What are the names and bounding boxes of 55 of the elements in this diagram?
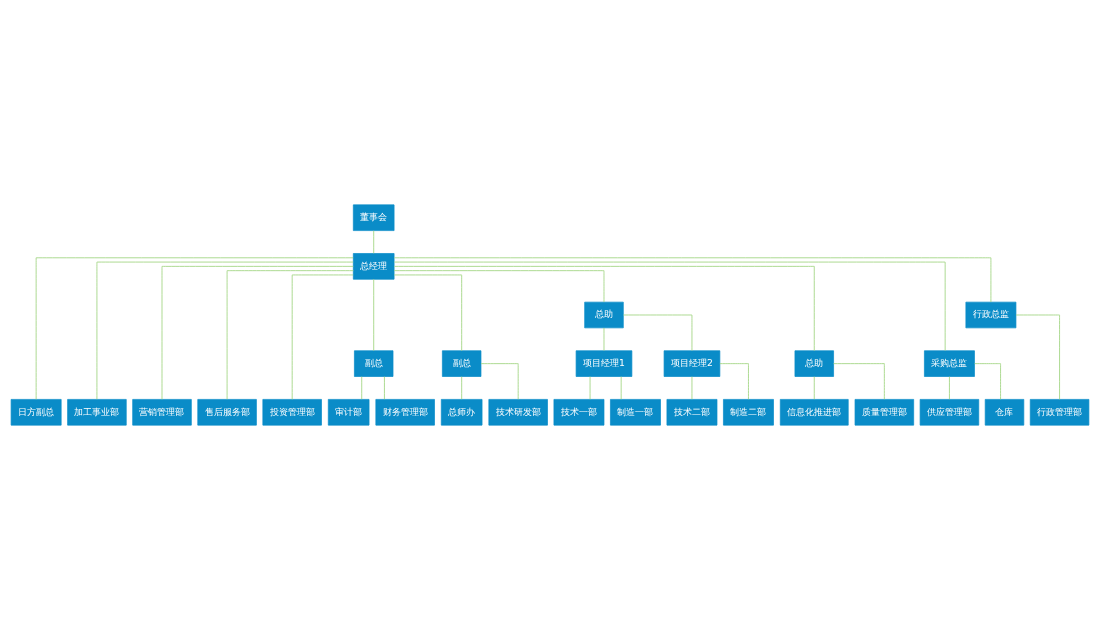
- connector: [603, 327, 605, 351]
- node-box: 技术二部: [666, 399, 718, 426]
- node-box: 日方副总: [10, 399, 62, 426]
- connector: [949, 376, 950, 400]
- connector: [361, 376, 363, 400]
- connector: [291, 274, 354, 400]
- connector: [620, 376, 622, 400]
- node-box: 行政管理部: [1029, 399, 1090, 426]
- connector: [393, 274, 463, 352]
- connector: [393, 265, 815, 352]
- connector: [35, 257, 354, 400]
- connector: [461, 376, 463, 400]
- node-box: 营销管理部: [132, 399, 192, 426]
- connector: [813, 376, 815, 400]
- connector: [96, 261, 354, 400]
- node-box: 供应管理部: [919, 399, 980, 426]
- connector: [691, 376, 693, 400]
- node-box: 总师办: [440, 399, 483, 426]
- connector: [623, 314, 693, 352]
- node-box: 董事会: [352, 204, 395, 231]
- connector: [393, 261, 946, 351]
- node-box: 审计部: [327, 399, 370, 426]
- connector: [226, 270, 354, 400]
- connector: [393, 270, 605, 303]
- node-box: 财务管理部: [375, 399, 435, 426]
- node-box: 采购总监: [924, 350, 975, 377]
- connector: [589, 376, 591, 400]
- connector: [373, 230, 375, 254]
- node-box: 加工事业部: [67, 399, 127, 426]
- connector: [393, 257, 992, 303]
- connector: [373, 278, 375, 352]
- node-box: 技术一部: [553, 399, 605, 426]
- connector: [833, 363, 885, 400]
- connector: [480, 363, 519, 400]
- node-box: 副总: [442, 350, 482, 377]
- node-box: 技术研发部: [488, 399, 548, 426]
- node-box: 行政总监: [965, 301, 1017, 329]
- node-box: 售后服务部: [197, 399, 257, 426]
- node-box: 项目经理1: [575, 350, 633, 377]
- node-box: 信息化推进部: [779, 399, 849, 426]
- connector: [384, 376, 385, 400]
- node-box: 质量管理部: [854, 399, 915, 426]
- connector: [974, 363, 1001, 400]
- connector: [1015, 314, 1060, 400]
- node-box: 仓库: [984, 399, 1025, 426]
- node-box: 项目经理2: [663, 350, 721, 377]
- node-box: 副总: [354, 350, 394, 377]
- node-box: 总助: [794, 350, 834, 377]
- node-box: 制造二部: [723, 399, 774, 426]
- node-box: 总助: [584, 301, 624, 329]
- node-box: 总经理: [352, 253, 395, 280]
- connector: [719, 363, 749, 400]
- node-box: 制造一部: [610, 399, 661, 426]
- node-box: 投资管理部: [262, 399, 322, 426]
- connector: [161, 265, 354, 400]
